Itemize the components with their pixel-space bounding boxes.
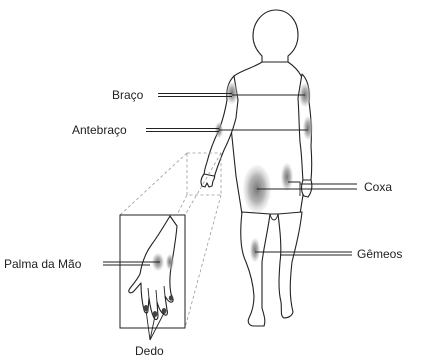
arm-label: Braço: [112, 88, 144, 102]
thigh-label: Coxa: [364, 180, 392, 194]
palm-label: Palma da Mão: [4, 257, 82, 271]
calf-label: Gêmeos: [357, 247, 402, 261]
calf-site: [250, 238, 260, 262]
hand-inset: [120, 153, 221, 328]
left-leg-outline: [241, 212, 270, 326]
finger-label: Dedo: [135, 344, 164, 358]
forearm-site-right: [303, 116, 313, 140]
palm-site: [166, 254, 174, 270]
arm-site-left: [226, 82, 238, 104]
finger-site: [169, 295, 173, 300]
zoom-connector: [120, 153, 187, 215]
zoom-connector: [185, 195, 221, 328]
thigh-site-right: [281, 163, 293, 191]
right-hand-outline: [302, 180, 312, 197]
forearm-label: Antebraço: [72, 123, 127, 137]
head-outline: [253, 10, 298, 66]
crotch-line: [270, 214, 278, 220]
right-leg-outline: [278, 212, 302, 318]
left-hand-outline: [201, 174, 215, 187]
